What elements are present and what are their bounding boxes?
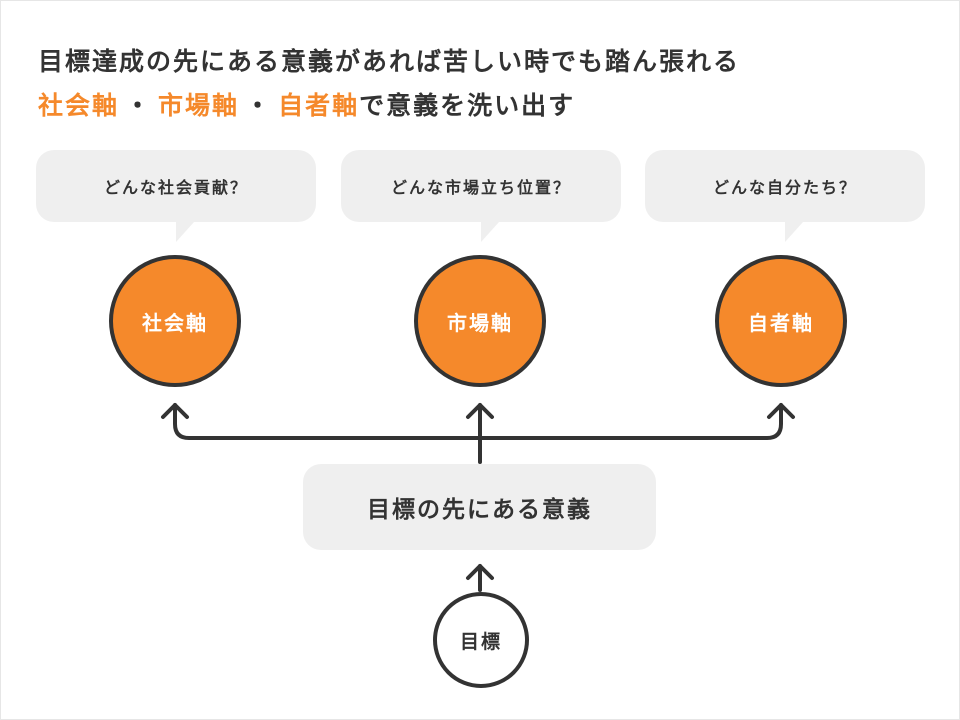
meaning-box: 目標の先にある意義 [303, 464, 656, 550]
title-axis-market: 市場軸 [158, 91, 240, 120]
title-line-1: 目標達成の先にある意義があれば苦しい時でも踏ん張れる [38, 47, 741, 76]
axis-node-market: 市場軸 [414, 255, 546, 387]
title-line-2-tail: で意義を洗い出す [359, 91, 576, 120]
goal-node: 目標 [433, 592, 529, 688]
axis-node-self: 自者軸 [715, 255, 847, 387]
title-line-2: 社会軸・市場軸・自者軸で意義を洗い出す [38, 84, 740, 128]
title-axis-self: 自者軸 [278, 91, 360, 120]
title-separator: ・ [245, 91, 273, 120]
speech-bubble-market: どんな市場立ち位置？ [341, 150, 621, 242]
diagram-title: 目標達成の先にある意義があれば苦しい時でも踏ん張れる 社会軸・市場軸・自者軸で意… [38, 40, 740, 128]
axis-node-social: 社会軸 [109, 255, 241, 387]
title-axis-social: 社会軸 [38, 91, 120, 120]
speech-bubble-social: どんな社会貢献？ [36, 150, 316, 242]
title-separator: ・ [125, 91, 153, 120]
speech-bubble-self: どんな自分たち？ [645, 150, 925, 242]
